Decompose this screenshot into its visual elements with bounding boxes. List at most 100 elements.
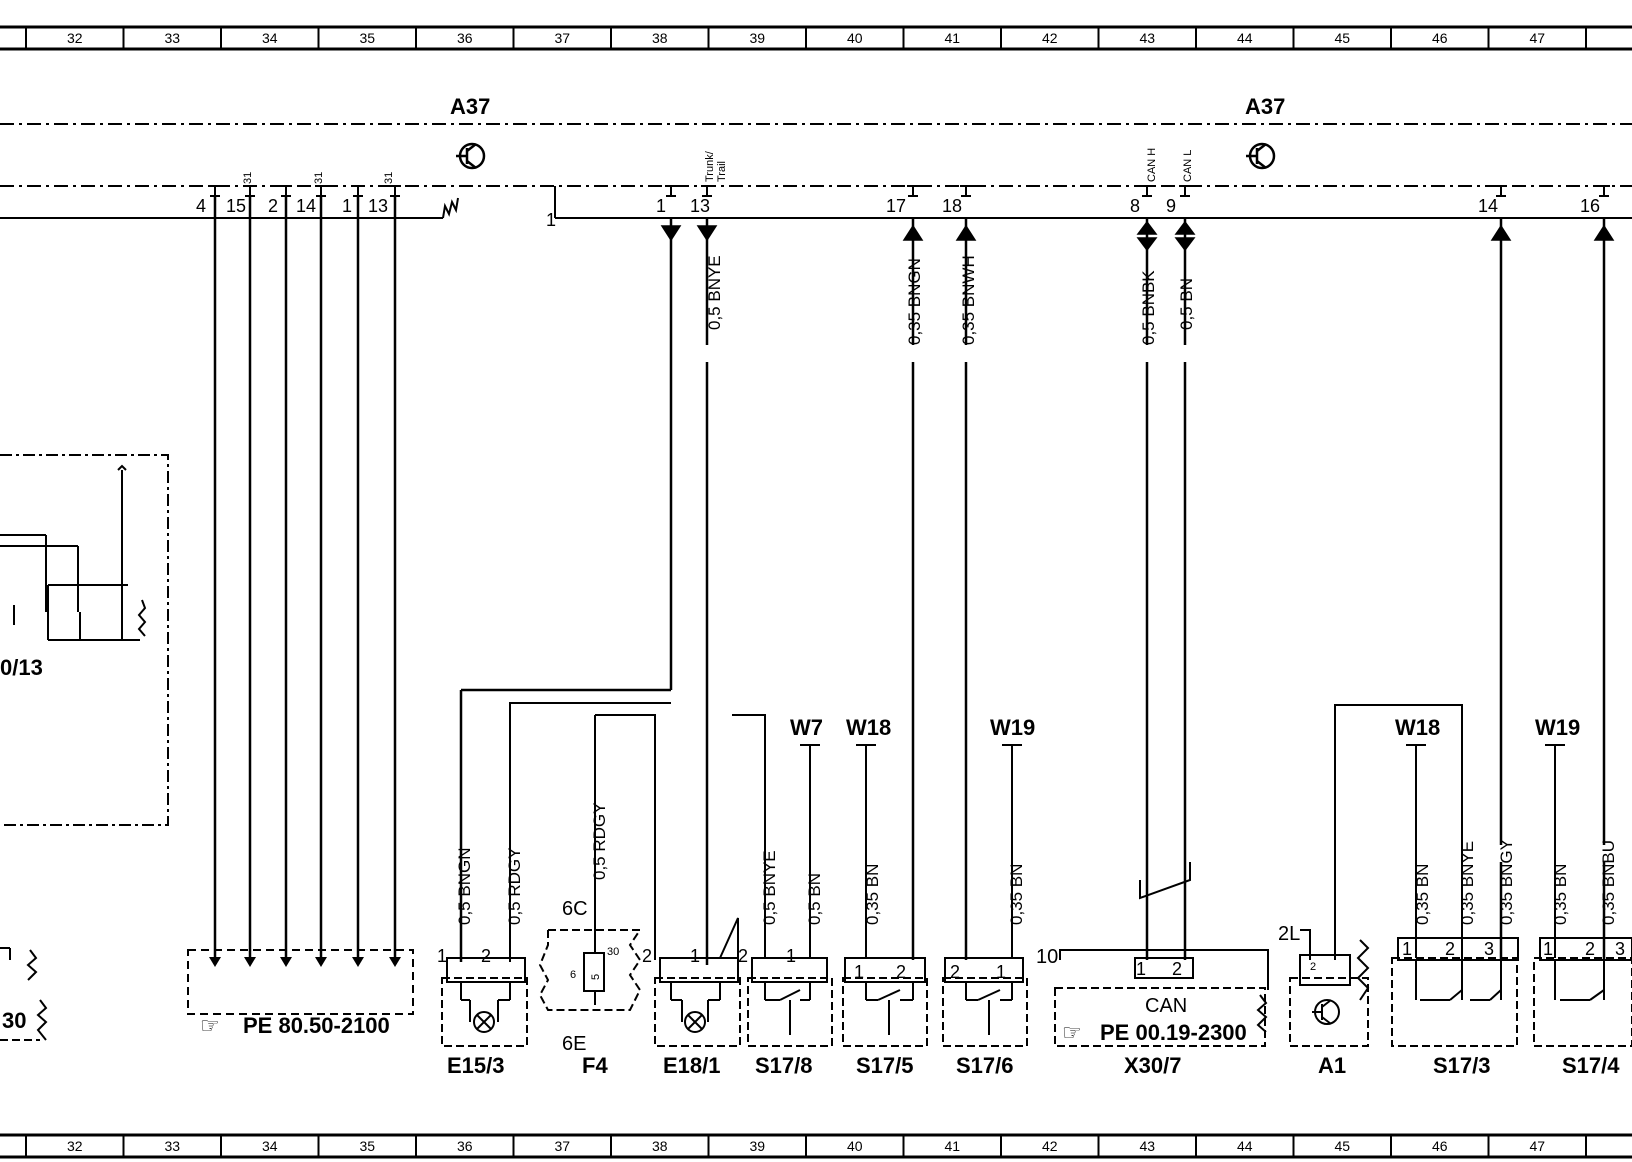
fuse-pin-left: 6: [570, 969, 576, 981]
x30-7-connector: [1054, 862, 1269, 1047]
wire-label: 0,5 BNYE: [705, 255, 724, 330]
connector-pin: [1179, 185, 1191, 197]
grid-column-label: 32: [67, 30, 83, 46]
component-pin: 2: [1445, 939, 1455, 959]
pin31-label: 31: [242, 172, 254, 184]
connector-pin: [209, 185, 221, 197]
a1-component: [1289, 704, 1463, 1047]
component-pin: 2: [738, 946, 748, 966]
component-pin: 1: [786, 946, 796, 966]
component-pin: 2: [1172, 959, 1182, 979]
component-pin: 2: [642, 946, 652, 966]
grid-column-label: 42: [1042, 1138, 1058, 1154]
grid-column-label: 33: [164, 30, 180, 46]
pin-label: 4: [196, 196, 206, 216]
wire-label: 0,35 BN: [1551, 864, 1570, 925]
grid-ruler-bottom: [0, 1133, 1632, 1159]
component-name: S17/6: [956, 1053, 1014, 1078]
grid-column-label: 46: [1432, 1138, 1448, 1154]
transistor-icon: [1246, 142, 1276, 170]
left-connector-pins: [209, 185, 401, 197]
connector-pin: [960, 185, 972, 197]
component-pin: 3: [1615, 939, 1625, 959]
connector-pin: [244, 185, 256, 197]
s17-4-switch: [1533, 744, 1632, 1047]
grid-column-label: 39: [749, 30, 765, 46]
component-pin: 2: [481, 946, 491, 966]
component-name: S17/4: [1562, 1053, 1620, 1078]
grid-column-label: 38: [652, 30, 668, 46]
pin-label: 13: [368, 196, 388, 216]
component-pin: 1: [1136, 959, 1146, 979]
pe-reference-box: [187, 949, 414, 1015]
connector-pin: [701, 185, 713, 197]
right-connector-pins: [665, 185, 1610, 197]
wire-label: 0,35 BNYE: [1458, 841, 1477, 925]
connector-pin: [1495, 185, 1507, 197]
s17-5-switch: [842, 744, 928, 1047]
e15-3-lamp: [441, 690, 671, 1047]
wire-label: 0,5 BNGN: [455, 848, 474, 925]
component-name: S17/3: [1433, 1053, 1491, 1078]
wire-label: 0,5 BN: [805, 873, 824, 925]
grid-ruler-top: [0, 25, 1632, 51]
s17-8-switch: [732, 714, 833, 1047]
grid-column-label: 45: [1334, 30, 1350, 46]
connector-pin-label: 2L: [1278, 923, 1300, 945]
wire-label: 0,5 BNBK: [1139, 270, 1158, 345]
left-bottom-partial: [0, 947, 48, 1041]
grid-column-label: 41: [944, 30, 960, 46]
grid-column-label: 34: [262, 1138, 278, 1154]
component-pin: 1: [1543, 939, 1553, 959]
partial-label: 30: [2, 1008, 26, 1033]
transistor-icon: [456, 142, 486, 170]
grid-column-label: 38: [652, 1138, 668, 1154]
component-name: S17/5: [856, 1053, 914, 1078]
component-pin: 3: [1484, 939, 1494, 959]
harness-wires: [459, 218, 1606, 965]
ground-label: W18: [846, 715, 891, 740]
component-pin: 2: [1310, 961, 1316, 973]
pe-reference: PE 80.50-2100: [243, 1013, 390, 1038]
grid-column-label: 42: [1042, 30, 1058, 46]
component-pin: 1: [854, 962, 864, 982]
wire-label: 0,35 BNWH: [959, 255, 978, 345]
grid-column-label: 35: [359, 30, 375, 46]
component-name: E18/1: [663, 1053, 721, 1078]
pointing-hand-icon: ☞: [200, 1013, 220, 1038]
pe-reference: PE 00.19-2300: [1100, 1020, 1247, 1045]
grid-column-label: 47: [1529, 30, 1545, 46]
pin-label: 14: [296, 196, 316, 216]
component-pin: 1: [1402, 939, 1412, 959]
component-name: A1: [1318, 1053, 1346, 1078]
wire-label: 0,5 RDGY: [505, 848, 524, 925]
grid-column-label: 43: [1139, 30, 1155, 46]
wire-label: 0,35 BN: [1413, 864, 1432, 925]
fuse-top-label: 6C: [562, 898, 588, 920]
connector-pin: [907, 185, 919, 197]
pin-label: 1: [656, 196, 666, 216]
pin31-label: 31: [383, 172, 395, 184]
ground-label: W19: [990, 715, 1035, 740]
grid-column-label: 41: [944, 1138, 960, 1154]
grid-column-label: 37: [554, 30, 570, 46]
grid-column-label: 40: [847, 30, 863, 46]
component-pin: 1: [690, 946, 700, 966]
grid-column-label: 46: [1432, 30, 1448, 46]
grid-column-label: 34: [262, 30, 278, 46]
can-l-label: CAN L: [1182, 150, 1194, 182]
trunk-label-line: Trunk/: [704, 150, 716, 182]
grid-column-label: 44: [1237, 30, 1253, 46]
grid-column-label: 33: [164, 1138, 180, 1154]
connector-pin: [352, 185, 364, 197]
wire-label: 0,35 BN: [863, 864, 882, 925]
ground-label: W19: [1535, 715, 1580, 740]
connector-pin: [665, 185, 677, 197]
wire-label: 0,35 BNGN: [905, 258, 924, 345]
pin-label: 8: [1130, 196, 1140, 216]
connector-pin: [315, 185, 327, 197]
fuse-pin-right: 30: [607, 946, 619, 958]
